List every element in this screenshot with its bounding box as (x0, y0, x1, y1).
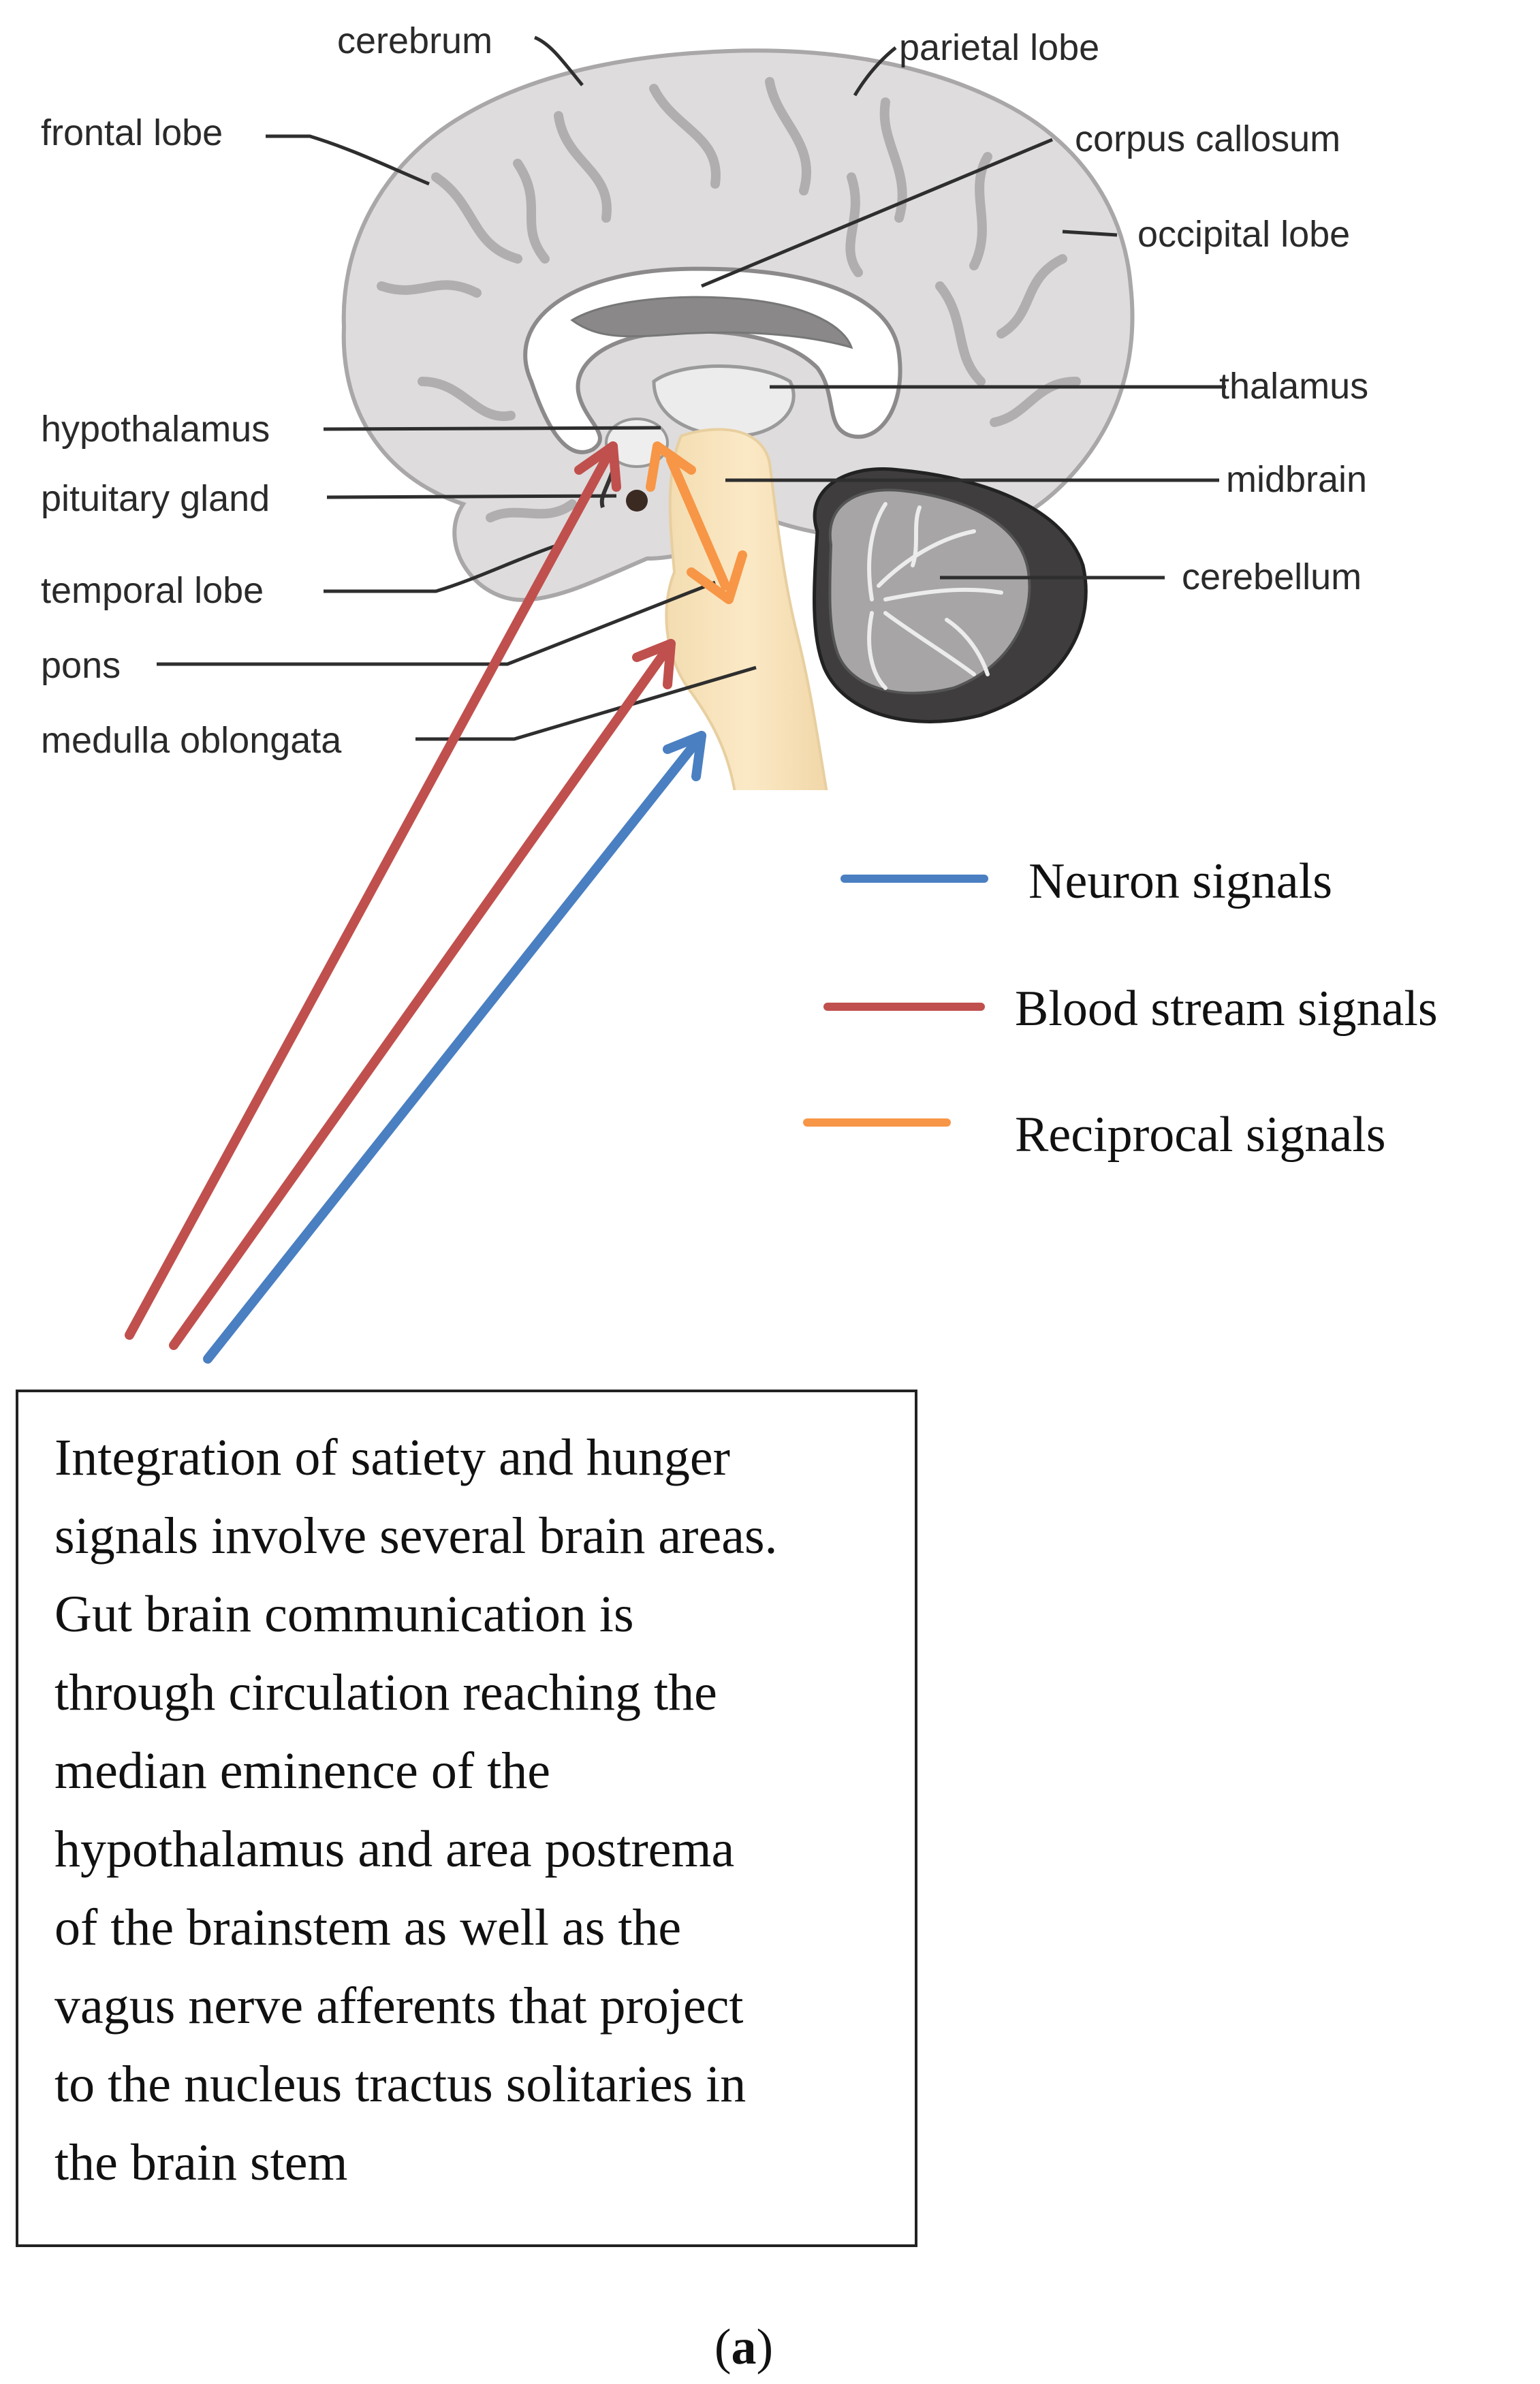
caption-line-6: hypothalamus and area postrema (54, 1821, 734, 1878)
label-medulla-oblongata: medulla oblongata (41, 720, 342, 761)
label-occipital-lobe: occipital lobe (1137, 214, 1350, 255)
caption-line-9: to the nucleus tractus solitaries in (54, 2056, 746, 2113)
label-hypothalamus: hypothalamus (41, 409, 270, 450)
cerebellum-shape (813, 467, 1088, 723)
label-thalamus: thalamus (1219, 366, 1368, 407)
label-pituitary-gland: pituitary gland (41, 478, 270, 519)
legend-label-blood-stream: Blood stream signals (1015, 981, 1438, 1037)
caption-line-5: median eminence of the (54, 1742, 550, 1800)
label-parietal-lobe: parietal lobe (899, 27, 1099, 68)
brain-folds (377, 77, 1081, 522)
label-pons: pons (41, 645, 121, 686)
pituitary-gland-shape (626, 490, 648, 512)
panel-label-close: ) (757, 2319, 774, 2375)
label-crop-mask (1386, 0, 1540, 804)
panel-label-letter: a (732, 2319, 757, 2375)
neuron-signal-arrow (203, 731, 706, 1364)
brainstem-shape (665, 428, 828, 790)
legend-label-reciprocal: Reciprocal signals (1015, 1107, 1386, 1163)
caption-line-8: vagus nerve afferents that project (54, 1977, 744, 2035)
panel-label-open: ( (714, 2319, 732, 2375)
caption-box: Integration of satiety and hunger signal… (16, 1390, 917, 2247)
signal-arrows (125, 441, 747, 1364)
blood-stream-arrow-2 (169, 639, 676, 1350)
thalamus-shape (652, 364, 796, 438)
brain-illustration (341, 48, 1135, 790)
label-frontal-lobe: frontal lobe (41, 112, 223, 153)
legend: Neuron signals Blood stream signals Reci… (803, 853, 1438, 1163)
panel-label: (a) (714, 2319, 773, 2375)
structure-labels: cerebrum parietal lobe frontal lobe corp… (41, 20, 1368, 761)
caption-line-3: Gut brain communication is (54, 1586, 634, 1643)
blood-stream-arrow-1 (125, 441, 621, 1340)
caption-line-1: Integration of satiety and hunger (54, 1429, 730, 1486)
caption-line-7: of the brainstem as well as the (54, 1899, 681, 1956)
legend-label-neuron: Neuron signals (1028, 853, 1332, 909)
caption-line-10: the brain stem (54, 2134, 348, 2191)
reciprocal-signal-arrow (646, 441, 747, 604)
label-temporal-lobe: temporal lobe (41, 570, 264, 611)
caption-frame (16, 1390, 917, 2247)
caption-line-4: through circulation reaching the (54, 1664, 717, 1721)
label-cerebrum: cerebrum (337, 20, 492, 61)
lateral-ventricle-shape (570, 296, 853, 349)
label-corpus-callosum: corpus callosum (1075, 119, 1340, 159)
label-midbrain: midbrain (1226, 459, 1367, 500)
label-cerebellum: cerebellum (1182, 556, 1362, 597)
caption-line-2: signals involve several brain areas. (54, 1507, 778, 1565)
